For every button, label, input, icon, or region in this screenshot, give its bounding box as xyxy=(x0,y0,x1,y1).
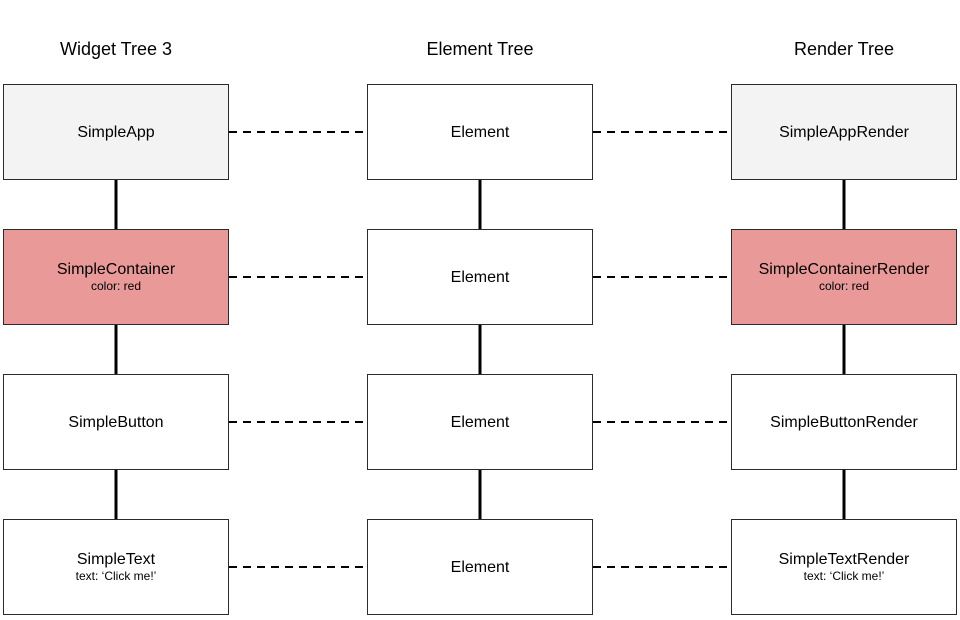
render-node-simple-app-render: SimpleAppRender xyxy=(731,84,957,180)
node-name: SimpleButtonRender xyxy=(770,413,918,431)
render-node-simple-button-render: SimpleButtonRender xyxy=(731,374,957,470)
node-name: SimpleContainerRender xyxy=(758,261,930,278)
node-name: SimpleContainer xyxy=(56,261,176,278)
node-name: SimpleTextRender xyxy=(778,551,910,568)
widget-tree-title: Widget Tree 3 xyxy=(59,39,173,59)
element-node-4: Element xyxy=(367,519,593,615)
render-tree-title: Render Tree xyxy=(793,39,895,59)
node-name: Element xyxy=(450,413,510,431)
render-node-simple-text-render: SimpleTextRender text: ‘Click me!’ xyxy=(731,519,957,615)
node-name: SimpleText xyxy=(76,551,156,568)
node-name: SimpleAppRender xyxy=(779,123,909,141)
node-name: Element xyxy=(450,123,510,141)
element-node-3: Element xyxy=(367,374,593,470)
widget-node-simple-container: SimpleContainer color: red xyxy=(3,229,229,325)
element-node-2: Element xyxy=(367,229,593,325)
widget-node-simple-button: SimpleButton xyxy=(3,374,229,470)
node-property: color: red xyxy=(818,279,870,293)
node-property: color: red xyxy=(90,279,142,293)
widget-node-simple-text: SimpleText text: ‘Click me!’ xyxy=(3,519,229,615)
render-node-simple-container-render: SimpleContainerRender color: red xyxy=(731,229,957,325)
widget-node-simple-app: SimpleApp xyxy=(3,84,229,180)
node-property: text: ‘Click me!’ xyxy=(803,569,885,583)
node-name: SimpleButton xyxy=(68,413,164,431)
element-node-1: Element xyxy=(367,84,593,180)
node-name: Element xyxy=(450,268,510,286)
node-property: text: ‘Click me!’ xyxy=(75,569,157,583)
element-tree-title: Element Tree xyxy=(426,39,534,59)
node-name: SimpleApp xyxy=(77,123,155,141)
node-name: Element xyxy=(450,558,510,576)
